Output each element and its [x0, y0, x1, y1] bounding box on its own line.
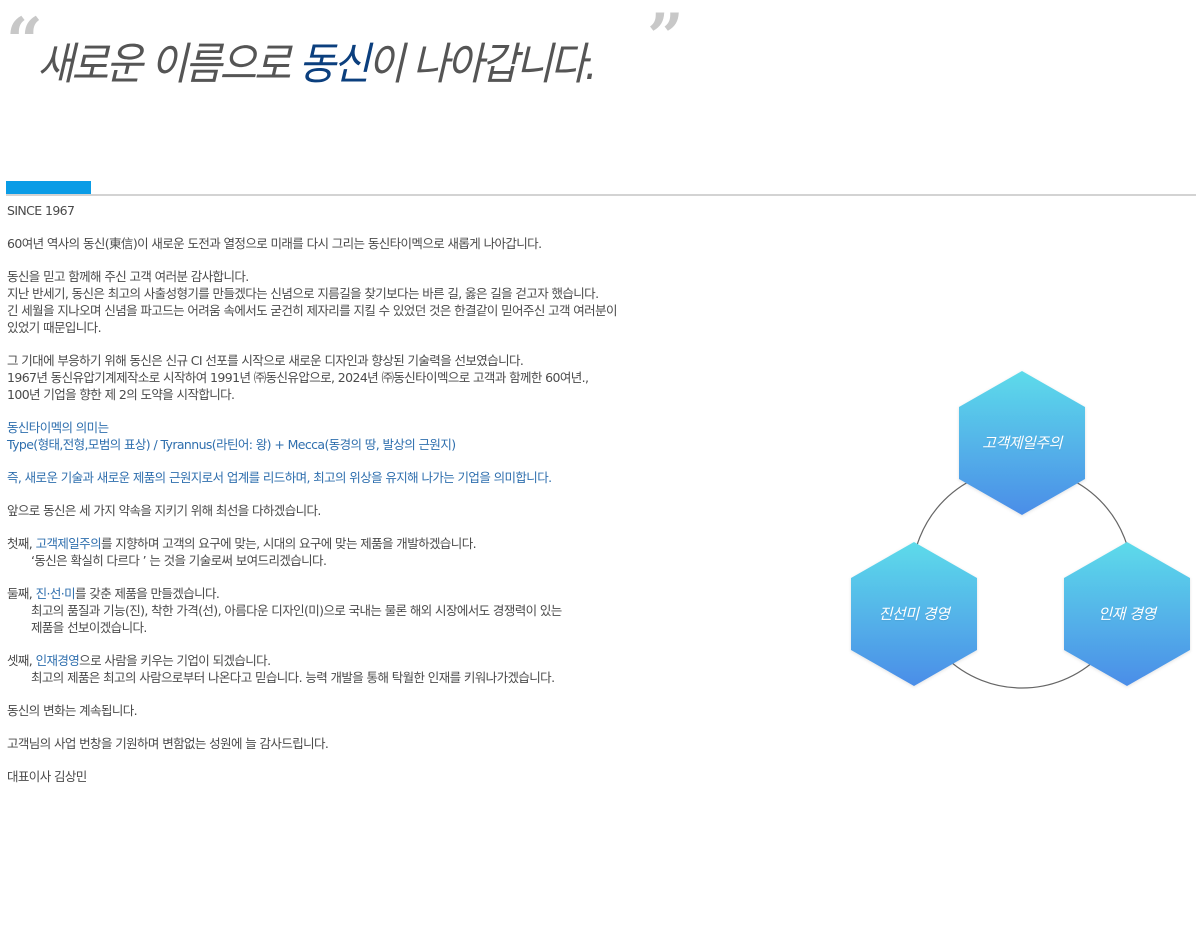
hexagon-label-top: 고객제일주의 — [982, 434, 1062, 452]
text-line: 동신을 믿고 함께해 주신 고객 여러분 감사합니다. — [7, 269, 249, 284]
signature: 대표이사 김상민 — [7, 769, 87, 784]
hexagon-bottom-left — [851, 542, 977, 686]
hexagon-top — [959, 371, 1085, 515]
page-headline: “ 새로운 이름으로 동신이 나아갑니다. ” — [6, 0, 684, 91]
open-quote-icon: “ — [6, 4, 43, 79]
closing-line-1: 동신의 변화는 계속됩니다. — [7, 703, 138, 718]
text-line: 100년 기업을 향한 제 2의 도약을 시작합니다. — [7, 387, 235, 402]
section-accent-bar — [6, 181, 91, 194]
text-line: 그 기대에 부응하기 위해 동신은 신규 CI 선포를 시작으로 새로운 디자인… — [7, 353, 524, 368]
thanks-paragraph: 동신을 믿고 함께해 주신 고객 여러분 감사합니다. 지난 반세기, 동신은 … — [7, 268, 767, 336]
intro-paragraph: 60여년 역사의 동신(東信)이 새로운 도전과 열정으로 미래를 다시 그리는… — [7, 236, 542, 251]
promise-detail: 제품을 선보이겠습니다. — [31, 620, 147, 635]
section-divider — [6, 194, 1196, 196]
meaning-paragraph: 동신타이멕의 의미는 Type(형태,전형,모범의 표상) / Tyrannus… — [7, 419, 767, 453]
hexagon-label-bottom-left: 진선미 경영 — [878, 605, 950, 623]
promise-detail: 최고의 제품은 최고의 사람으로부터 나온다고 믿습니다. 능력 개발을 통해 … — [31, 670, 555, 685]
closing-line-2: 고객님의 사업 번창을 기원하며 변함없는 성원에 늘 감사드립니다. — [7, 736, 329, 751]
headline-after: 이 나아갑니다. — [367, 39, 597, 90]
since-label: SINCE 1967 — [7, 203, 75, 218]
promise-detail: 최고의 품질과 기능(진), 착한 가격(선), 아름다운 디자인(미)으로 국… — [31, 603, 562, 618]
promise-1: 첫째, 고객제일주의를 지향하며 고객의 요구에 맞는, 시대의 요구에 맞는 … — [7, 535, 767, 569]
text-line: 1967년 동신유압기계제작소로 시작하여 1991년 ㈜동신유압으로, 202… — [7, 370, 589, 385]
promise-suffix: 를 갖춘 제품을 만들겠습니다. — [75, 586, 220, 601]
values-diagram: 고객제일주의 진선미 경영 인재 경영 — [840, 360, 1200, 700]
text-line: 있었기 때문입니다. — [7, 320, 102, 335]
hexagon-diagram-graphic — [851, 371, 1190, 689]
promise-heading: 둘째, 진·선·미를 갖춘 제품을 만들겠습니다. — [7, 585, 767, 602]
meaning-formula: Type(형태,전형,모범의 표상) / Tyrannus(라틴어: 왕) + … — [7, 437, 456, 452]
promise-detail: ‘동신은 확실히 다르다 ’ 는 것을 기술로써 보여드리겠습니다. — [31, 553, 327, 568]
headline-before: 새로운 이름으로 — [36, 39, 299, 90]
promise-heading: 첫째, 고객제일주의를 지향하며 고객의 요구에 맞는, 시대의 요구에 맞는 … — [7, 535, 767, 552]
promise-prefix: 첫째, — [7, 536, 36, 551]
promise-heading: 셋째, 인재경영으로 사람을 키우는 기업이 되겠습니다. — [7, 652, 767, 669]
history-paragraph: 그 기대에 부응하기 위해 동신은 신규 CI 선포를 시작으로 새로운 디자인… — [7, 352, 767, 403]
close-quote-icon: ” — [646, 0, 684, 75]
promise-keyword: 진·선·미 — [35, 586, 76, 601]
promise-prefix: 셋째, — [7, 653, 36, 668]
promise-prefix: 둘째, — [7, 586, 36, 601]
promise-3: 셋째, 인재경영으로 사람을 키우는 기업이 되겠습니다. 최고의 제품은 최고… — [7, 652, 767, 686]
promise-suffix: 으로 사람을 키우는 기업이 되겠습니다. — [79, 653, 271, 668]
promise-2: 둘째, 진·선·미를 갖춘 제품을 만들겠습니다. 최고의 품질과 기능(진),… — [7, 585, 767, 636]
hexagon-label-bottom-right: 인재 경영 — [1098, 605, 1156, 623]
text-line: 지난 반세기, 동신은 최고의 사출성형기를 만들겠다는 신념으로 지름길을 찾… — [7, 286, 599, 301]
promise-intro: 앞으로 동신은 세 가지 약속을 지키기 위해 최선을 다하겠습니다. — [7, 503, 321, 518]
hexagon-bottom-right — [1064, 542, 1190, 686]
meaning-summary: 즉, 새로운 기술과 새로운 제품의 근원지로서 업계를 리드하며, 최고의 위… — [7, 470, 552, 485]
headline-text: 새로운 이름으로 동신이 나아갑니다. — [36, 28, 597, 92]
promise-suffix: 를 지향하며 고객의 요구에 맞는, 시대의 요구에 맞는 제품을 개발하겠습니… — [100, 536, 477, 551]
ceo-message: SINCE 1967 60여년 역사의 동신(東信)이 새로운 도전과 열정으로… — [7, 202, 767, 801]
promise-keyword: 인재경영 — [35, 653, 80, 668]
meaning-title: 동신타이멕의 의미는 — [7, 420, 109, 435]
promise-keyword: 고객제일주의 — [35, 536, 102, 551]
text-line: 긴 세월을 지나오며 신념을 파고드는 어려움 속에서도 굳건히 제자리를 지킬… — [7, 303, 617, 318]
headline-accent: 동신 — [298, 39, 370, 90]
